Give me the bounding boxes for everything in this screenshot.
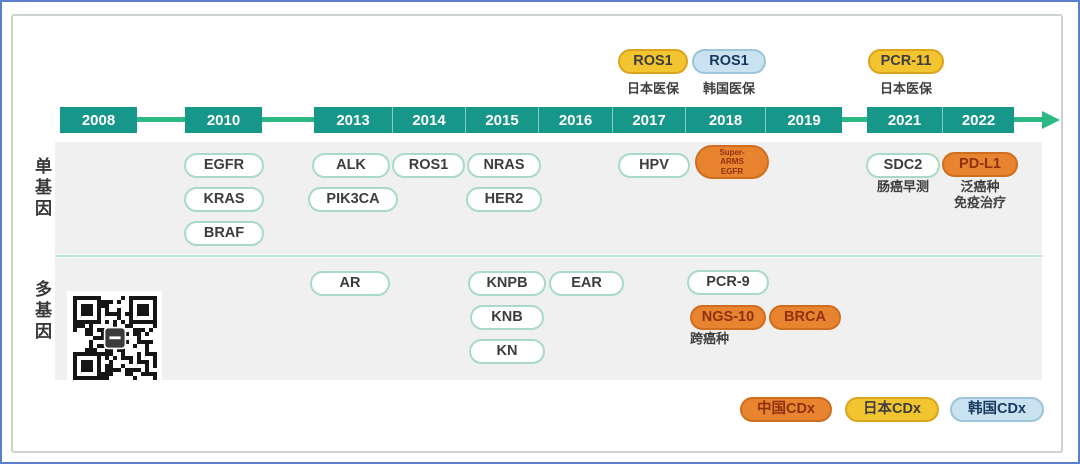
panel-divider (55, 255, 1042, 257)
year-2015: 2015 (465, 107, 538, 133)
pdl1-note-line1: 泛癌种 (960, 179, 1000, 194)
year-2019: 2019 (765, 107, 842, 133)
badge-note-japan-insurance-2: 日本医保 (879, 81, 932, 96)
gene-pill-nras: NRAS (467, 153, 541, 178)
timeline-connector-3 (840, 117, 869, 122)
multi-gene-panel (55, 258, 1042, 380)
gene-pill-pik3ca: PIK3CA (308, 187, 398, 212)
pdl1-note: 泛癌种 免疫治疗 (936, 179, 1024, 211)
year-2010: 2010 (185, 107, 262, 133)
pdl1-note-line2: 免疫治疗 (953, 195, 1006, 210)
row-label-single-gene: 单基因 (32, 157, 51, 220)
gene-pill-her2: HER2 (466, 187, 542, 212)
gene-pill-pcr9: PCR-9 (687, 270, 769, 295)
qr-code-pattern (72, 296, 157, 380)
timeline-connector-1 (135, 117, 187, 122)
gene-pill-braf: BRAF (184, 221, 264, 246)
badge-ros1-korea: ROS1 (692, 49, 766, 74)
gene-pill-egfr: EGFR (184, 153, 264, 178)
year-2022: 2022 (942, 107, 1014, 133)
gene-pill-super-arms-egfr: Super- ARMS EGFR (695, 145, 769, 179)
gene-pill-sdc2: SDC2 (866, 153, 940, 178)
year-2013: 2013 (314, 107, 392, 133)
year-2021: 2021 (867, 107, 942, 133)
qr-code (67, 291, 162, 385)
slide-inner-frame (11, 14, 1063, 453)
timeline-arrow-shaft (1010, 117, 1044, 122)
gene-pill-hpv: HPV (618, 153, 690, 178)
gene-pill-ros1: ROS1 (392, 153, 465, 178)
gene-pill-pdl1: PD-L1 (942, 152, 1018, 177)
gene-pill-ar: AR (310, 271, 390, 296)
badge-note-korea-insurance: 韩国医保 (702, 81, 755, 96)
gene-pill-alk: ALK (312, 153, 390, 178)
ngs10-note: 跨癌种 (690, 331, 730, 346)
year-2014: 2014 (392, 107, 465, 133)
legend-japan-cdx: 日本CDx (845, 397, 939, 422)
sdc2-note: 肠癌早测 (876, 179, 929, 194)
legend-korea-cdx: 韩国CDx (950, 397, 1044, 422)
timeline-arrow-head (1042, 111, 1060, 129)
timeline-connector-2 (260, 117, 316, 122)
gene-pill-kras: KRAS (184, 187, 264, 212)
gene-pill-ear: EAR (549, 271, 624, 296)
badge-ros1-japan: ROS1 (618, 49, 688, 74)
badge-pcr11-japan: PCR-11 (868, 49, 944, 74)
super-arms-line3: EGFR (720, 166, 744, 176)
badge-note-japan-insurance: 日本医保 (626, 81, 679, 96)
row-label-multi-gene: 多基因 (32, 280, 51, 343)
super-arms-line2: ARMS (720, 157, 744, 167)
gene-pill-ngs10: NGS-10 (690, 305, 766, 330)
gene-pill-brca: BRCA (769, 305, 841, 330)
legend-china-cdx: 中国CDx (740, 397, 832, 422)
year-2018: 2018 (685, 107, 765, 133)
year-2008: 2008 (60, 107, 137, 133)
gene-pill-knpb: KNPB (468, 271, 546, 296)
year-2017: 2017 (612, 107, 685, 133)
super-arms-line1: Super- (719, 148, 745, 158)
gene-pill-knb: KNB (470, 305, 544, 330)
year-2016: 2016 (538, 107, 612, 133)
gene-pill-kn: KN (469, 339, 545, 364)
